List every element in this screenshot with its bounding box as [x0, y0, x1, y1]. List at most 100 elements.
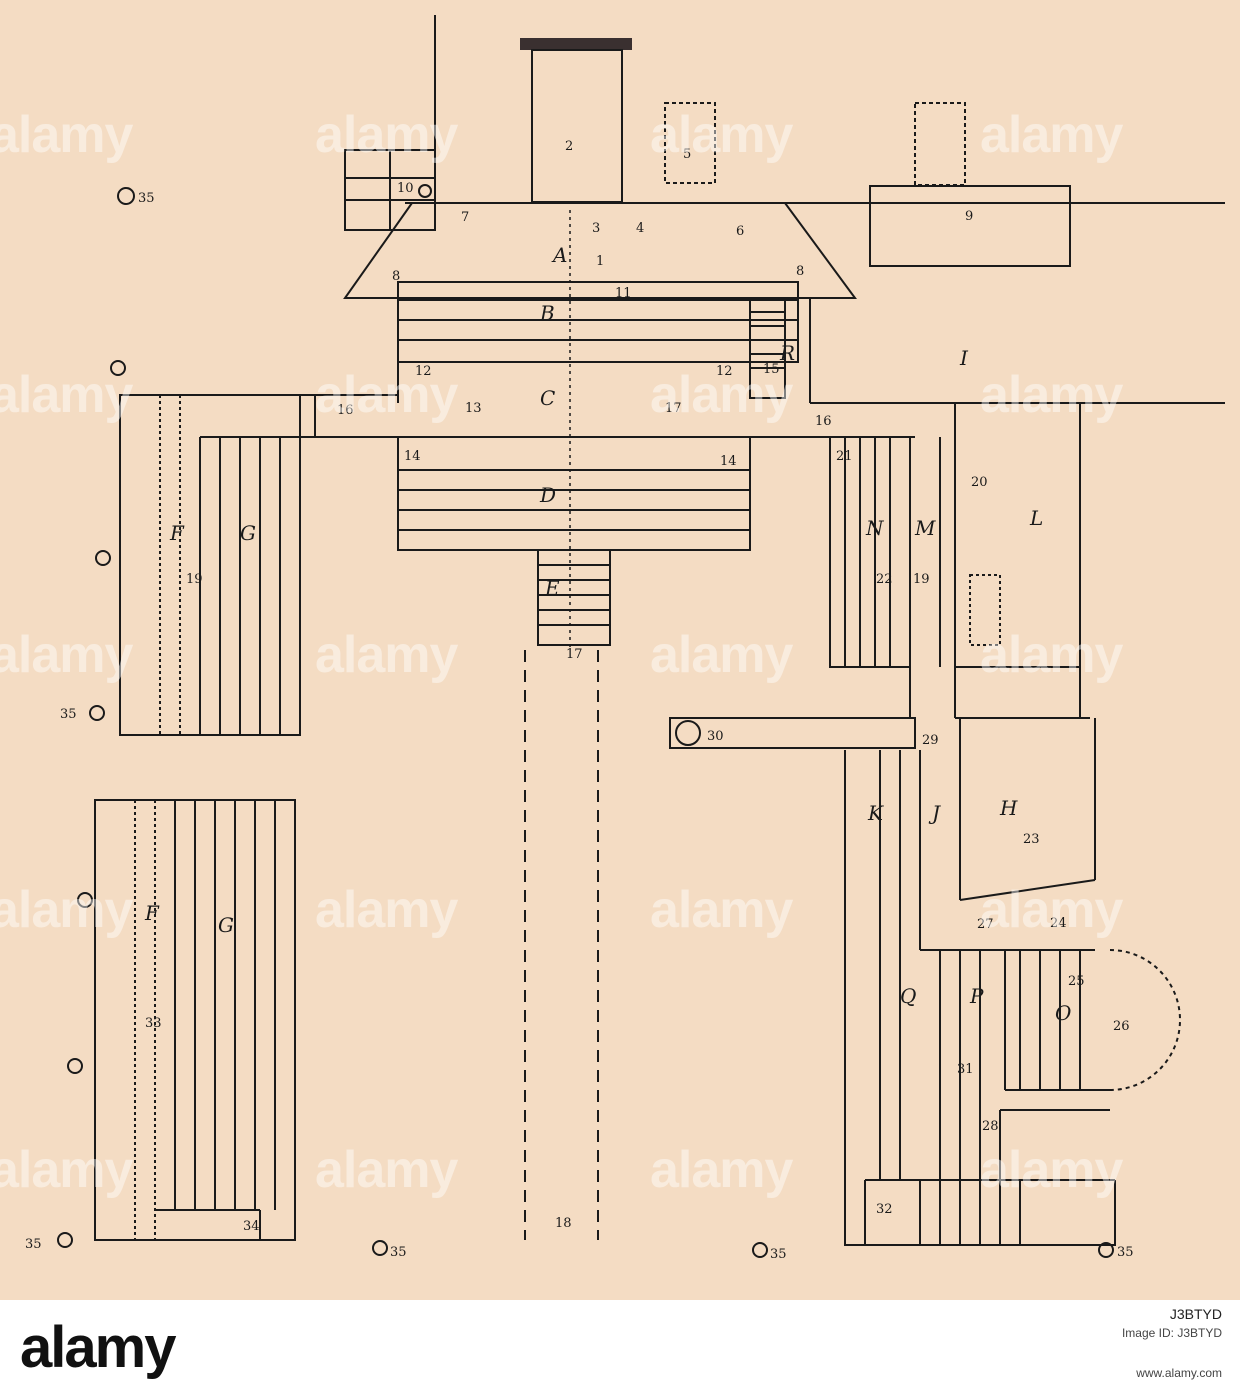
- watermark: alamy: [650, 366, 793, 424]
- num-22: 22: [876, 572, 893, 587]
- watermark: alamy: [315, 1141, 458, 1199]
- num-19-left: 19: [186, 572, 203, 587]
- num-9: 9: [965, 209, 973, 224]
- num-14-right: 14: [720, 454, 737, 469]
- watermark: alamy: [650, 1141, 793, 1199]
- watermark: alamy: [980, 626, 1123, 684]
- image-code: J3BTYD: [1169, 1306, 1222, 1322]
- num-30: 30: [707, 729, 724, 744]
- num-25: 25: [1068, 974, 1085, 989]
- num-13: 13: [465, 401, 482, 416]
- num-3: 3: [592, 221, 600, 236]
- watermark: alamy: [0, 366, 133, 424]
- watermark: alamy: [980, 366, 1123, 424]
- num-8-left: 8: [392, 269, 400, 284]
- num-33: 33: [145, 1016, 162, 1031]
- label-O: O: [1055, 1001, 1071, 1025]
- num-26: 26: [1113, 1019, 1130, 1034]
- label-K: K: [867, 801, 884, 825]
- footer-bar: alamy J3BTYD Image ID: J3BTYD www.alamy.…: [0, 1300, 1240, 1390]
- num-35-d: 35: [390, 1245, 407, 1260]
- label-F-upper: F: [169, 521, 185, 545]
- watermark: alamy: [0, 1141, 133, 1199]
- num-1: 1: [596, 254, 604, 269]
- watermark: alamy: [315, 366, 458, 424]
- website-link[interactable]: www.alamy.com: [1136, 1366, 1222, 1380]
- building-5: [664, 102, 716, 184]
- watermark: alamy: [980, 881, 1123, 939]
- watermark: alamy: [650, 626, 793, 684]
- num-35-a: 35: [138, 191, 155, 206]
- num-31: 31: [957, 1062, 974, 1077]
- watermark: alamy: [650, 106, 793, 164]
- num-7: 7: [461, 210, 469, 225]
- watermark: alamy: [650, 881, 793, 939]
- watermark: alamy: [0, 106, 133, 164]
- label-G-lower: G: [218, 913, 234, 937]
- row-30: [669, 717, 916, 749]
- num-35-b: 35: [60, 707, 77, 722]
- num-5: 5: [683, 147, 691, 162]
- label-E: E: [544, 576, 560, 600]
- num-8-right: 8: [796, 264, 804, 279]
- num-27: 27: [977, 917, 994, 932]
- num-35-c: 35: [25, 1237, 42, 1252]
- alamy-logo[interactable]: alamy: [20, 1315, 176, 1380]
- num-16-left: 16: [337, 403, 354, 418]
- label-B: B: [539, 301, 555, 325]
- block-FG-upper: [119, 394, 301, 736]
- watermark: alamy: [315, 106, 458, 164]
- num-21: 21: [836, 449, 853, 464]
- watermark: alamy: [0, 626, 133, 684]
- num-34: 34: [243, 1219, 260, 1234]
- num-10: 10: [397, 181, 414, 196]
- label-J: J: [928, 801, 941, 825]
- watermark: alamy: [0, 881, 133, 939]
- label-N: N: [865, 516, 885, 540]
- label-I: I: [959, 346, 969, 370]
- label-P: P: [969, 984, 984, 1008]
- num-28: 28: [982, 1119, 999, 1134]
- num-12-left: 12: [415, 364, 432, 379]
- num-18: 18: [555, 1216, 572, 1231]
- watermark: alamy: [315, 626, 458, 684]
- num-32: 32: [876, 1202, 893, 1217]
- label-H: H: [999, 796, 1018, 820]
- num-24: 24: [1050, 916, 1067, 931]
- num-4: 4: [636, 221, 644, 236]
- watermark: alamy: [980, 1141, 1123, 1199]
- stair-E: [537, 549, 611, 646]
- num-35-e: 35: [770, 1247, 787, 1262]
- block-N: [829, 436, 911, 668]
- num-6: 6: [736, 224, 744, 239]
- block-B: [397, 281, 799, 363]
- num-23: 23: [1023, 832, 1040, 847]
- building-9: [869, 185, 1071, 267]
- paper-background: [0, 0, 1240, 1300]
- num-11: 11: [615, 286, 632, 301]
- image-id: Image ID: J3BTYD: [1121, 1326, 1222, 1340]
- num-29: 29: [922, 733, 939, 748]
- num-19-right: 19: [913, 572, 930, 587]
- label-M: M: [914, 516, 936, 540]
- num-17-lower: 17: [566, 647, 583, 662]
- watermark: alamy: [980, 106, 1123, 164]
- label-R: R: [779, 341, 795, 365]
- label-F-lower: F: [144, 901, 160, 925]
- num-16-right: 16: [815, 414, 832, 429]
- building-2-cap: [520, 38, 632, 50]
- label-G-upper: G: [240, 521, 256, 545]
- label-Q: Q: [900, 984, 916, 1008]
- building-2: [531, 49, 623, 203]
- stair-R: [749, 297, 786, 399]
- watermark: alamy: [315, 881, 458, 939]
- label-C: C: [540, 386, 555, 410]
- num-35-f: 35: [1117, 1245, 1134, 1260]
- num-12-right: 12: [716, 364, 733, 379]
- num-17-upper: 17: [665, 401, 682, 416]
- label-A: A: [551, 243, 567, 267]
- num-14-left: 14: [404, 449, 421, 464]
- site-plan: A B C D E F G F G H I J K L M N O P Q R …: [25, 15, 1225, 1262]
- num-2: 2: [565, 139, 573, 154]
